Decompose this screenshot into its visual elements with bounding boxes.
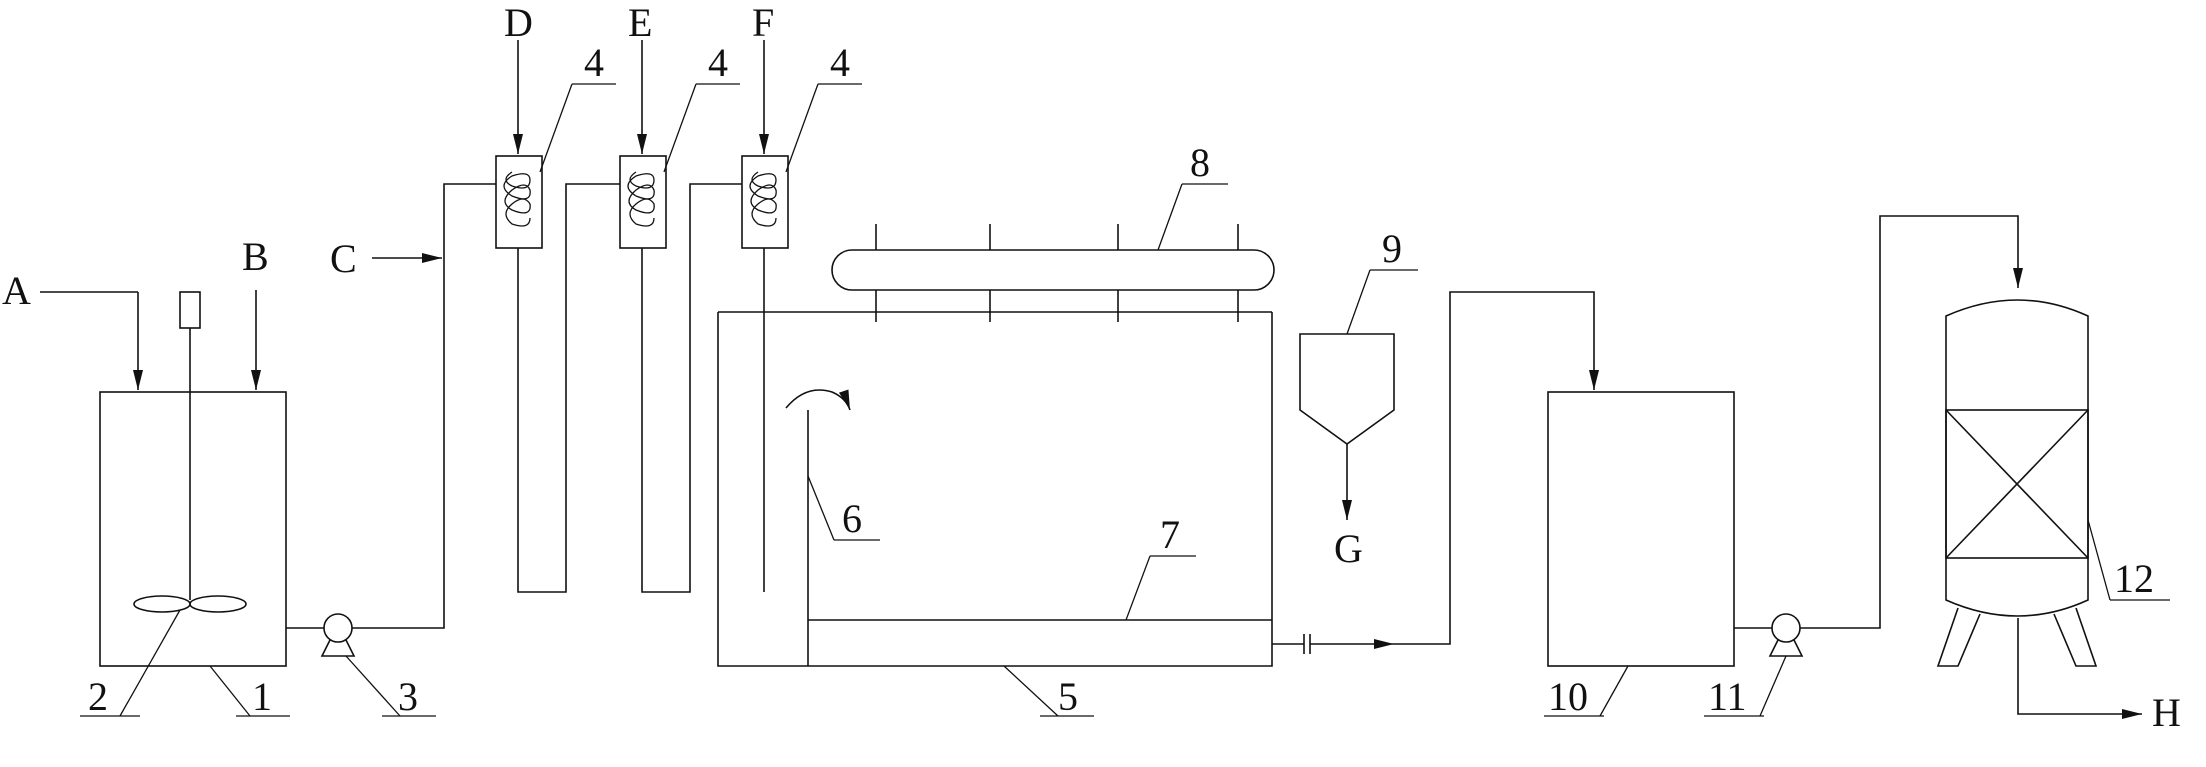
pump-11: [1768, 613, 1804, 657]
leader-lines: [80, 83, 2170, 717]
component-label-8: 8: [1190, 140, 1210, 185]
packed-vessel: [1936, 299, 2098, 667]
component-label-6: 6: [842, 496, 862, 541]
stream-label-g: G: [1334, 526, 1363, 571]
impeller-blade-right: [189, 595, 247, 613]
component-label-4c: 4: [830, 40, 850, 85]
component-label-9: 9: [1382, 226, 1402, 271]
static-mixer-2: [619, 155, 667, 249]
intermediate-tank: [1547, 391, 1735, 667]
pipe-pump-to-mixer: [352, 183, 496, 629]
mixing-tank: [99, 291, 287, 667]
stream-label-h: H: [2152, 690, 2181, 735]
stream-label-f: F: [752, 0, 774, 45]
impeller-blade-left: [133, 595, 191, 613]
component-label-4a: 4: [584, 40, 604, 85]
stream-label-a: A: [2, 268, 31, 313]
outlet-h: [2017, 618, 2142, 719]
distribution-header: [831, 224, 1275, 322]
pipe-mixer2-to-mixer3: [641, 183, 742, 593]
stirrer-motor: [179, 291, 201, 329]
inlet-a: [40, 291, 143, 390]
stream-label-d: D: [504, 0, 533, 45]
component-label-11: 11: [1708, 674, 1747, 719]
component-label-4b: 4: [708, 40, 728, 85]
pump-3: [320, 613, 356, 657]
pipe-basin-to-tank: [1394, 291, 1599, 645]
pipe-pump-to-vessel: [1800, 215, 2023, 629]
flow-direction-arrow: [785, 389, 851, 411]
basin: [717, 311, 1273, 667]
component-label-2: 2: [88, 674, 108, 719]
static-mixer-1: [495, 155, 543, 249]
component-label-12: 12: [2114, 556, 2154, 601]
static-mixer-3: [741, 155, 789, 249]
stream-label-c: C: [330, 236, 357, 281]
component-label-7: 7: [1160, 512, 1180, 557]
component-label-3: 3: [398, 674, 418, 719]
basin-outlet-valve: [1272, 634, 1394, 654]
stream-label-b: B: [242, 234, 269, 279]
pipe-mixer1-to-mixer2: [517, 183, 620, 593]
component-label-5: 5: [1058, 674, 1078, 719]
component-label-10: 10: [1548, 674, 1588, 719]
stream-label-e: E: [628, 0, 652, 45]
component-label-1: 1: [252, 674, 272, 719]
sludge-hopper: [1299, 333, 1395, 445]
